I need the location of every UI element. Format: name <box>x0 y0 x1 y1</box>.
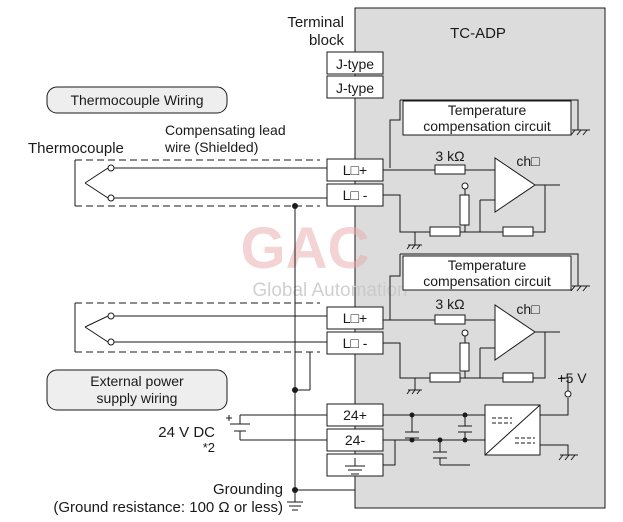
power-circuit <box>383 398 578 466</box>
terminal-l-plus-1-label: L□+ <box>343 162 367 178</box>
shield-drain-wire <box>294 206 311 495</box>
thermocouple-wiring-box <box>46 86 228 114</box>
watermark: GAC Global Automation <box>241 216 408 301</box>
external-power-label-2: supply wiring <box>97 390 178 406</box>
terminal-ground-icon <box>345 458 365 475</box>
external-power-label: External power <box>90 373 184 389</box>
earth-ground-icon <box>287 495 303 511</box>
external-power-box <box>46 369 228 411</box>
ground-icon <box>570 285 590 292</box>
terminal-l-plus-2-label: L□+ <box>343 310 367 326</box>
supply-voltage-label: 24 V DC <box>158 424 215 441</box>
ground-icon <box>570 129 590 136</box>
terminal-l-minus-1-label: L□ - <box>343 187 368 203</box>
terminal-l-minus-2-label: L□ - <box>343 335 368 351</box>
channel-1-label: ch□ <box>516 153 540 169</box>
watermark-logo: GAC <box>241 216 370 281</box>
grounding-label: Grounding <box>213 481 283 498</box>
watermark-text: Global Automation <box>252 280 407 301</box>
thermocouple-1 <box>74 159 320 207</box>
channel-2-label: ch□ <box>516 301 540 317</box>
terminal-24-plus-label: 24+ <box>343 407 367 423</box>
j-type-label-1: J-type <box>336 56 374 72</box>
amp-circuit-1 <box>383 157 560 250</box>
terminal-l-plus-2 <box>326 306 384 330</box>
plus-5v-label: +5 V <box>557 370 587 386</box>
temp-comp-label-1: Temperature <box>448 102 527 118</box>
thermocouple-label: Thermocouple <box>28 140 124 157</box>
temp-comp-1-ground-wire <box>389 99 579 168</box>
supply-voltage-note: *2 <box>203 440 215 455</box>
temp-comp-circuit-box-1 <box>402 100 572 136</box>
amp-circuit-2 <box>383 304 572 398</box>
resistor-1-label: 3 kΩ <box>435 148 464 164</box>
j-type-box-2 <box>326 75 384 99</box>
temp-comp-label-2: Temperature <box>448 257 527 273</box>
j-type-box-1 <box>326 51 384 75</box>
temp-comp-circuit-box-2 <box>402 255 572 291</box>
temp-comp-label-1b: compensation circuit <box>423 118 551 134</box>
ground-wire <box>295 476 356 491</box>
resistor-2-label: 3 kΩ <box>435 296 464 312</box>
grounding-resistance-label: (Ground resistance: 100 Ω or less) <box>53 499 283 516</box>
battery-symbol <box>226 414 327 441</box>
temp-comp-label-2b: compensation circuit <box>423 273 551 289</box>
thermocouple-wiring-label: Thermocouple Wiring <box>70 92 203 108</box>
terminal-24-minus-label: 24- <box>345 432 366 448</box>
thermocouple-2 <box>74 302 320 353</box>
compensating-lead-label-2: wire (Shielded) <box>164 139 258 155</box>
terminal-block-label: Terminal <box>287 14 344 31</box>
j-type-label-2: J-type <box>336 80 374 96</box>
compensating-lead-label: Compensating lead <box>165 122 286 138</box>
module-name: TC-ADP <box>450 25 506 42</box>
terminal-block-label-2: block <box>309 32 345 49</box>
